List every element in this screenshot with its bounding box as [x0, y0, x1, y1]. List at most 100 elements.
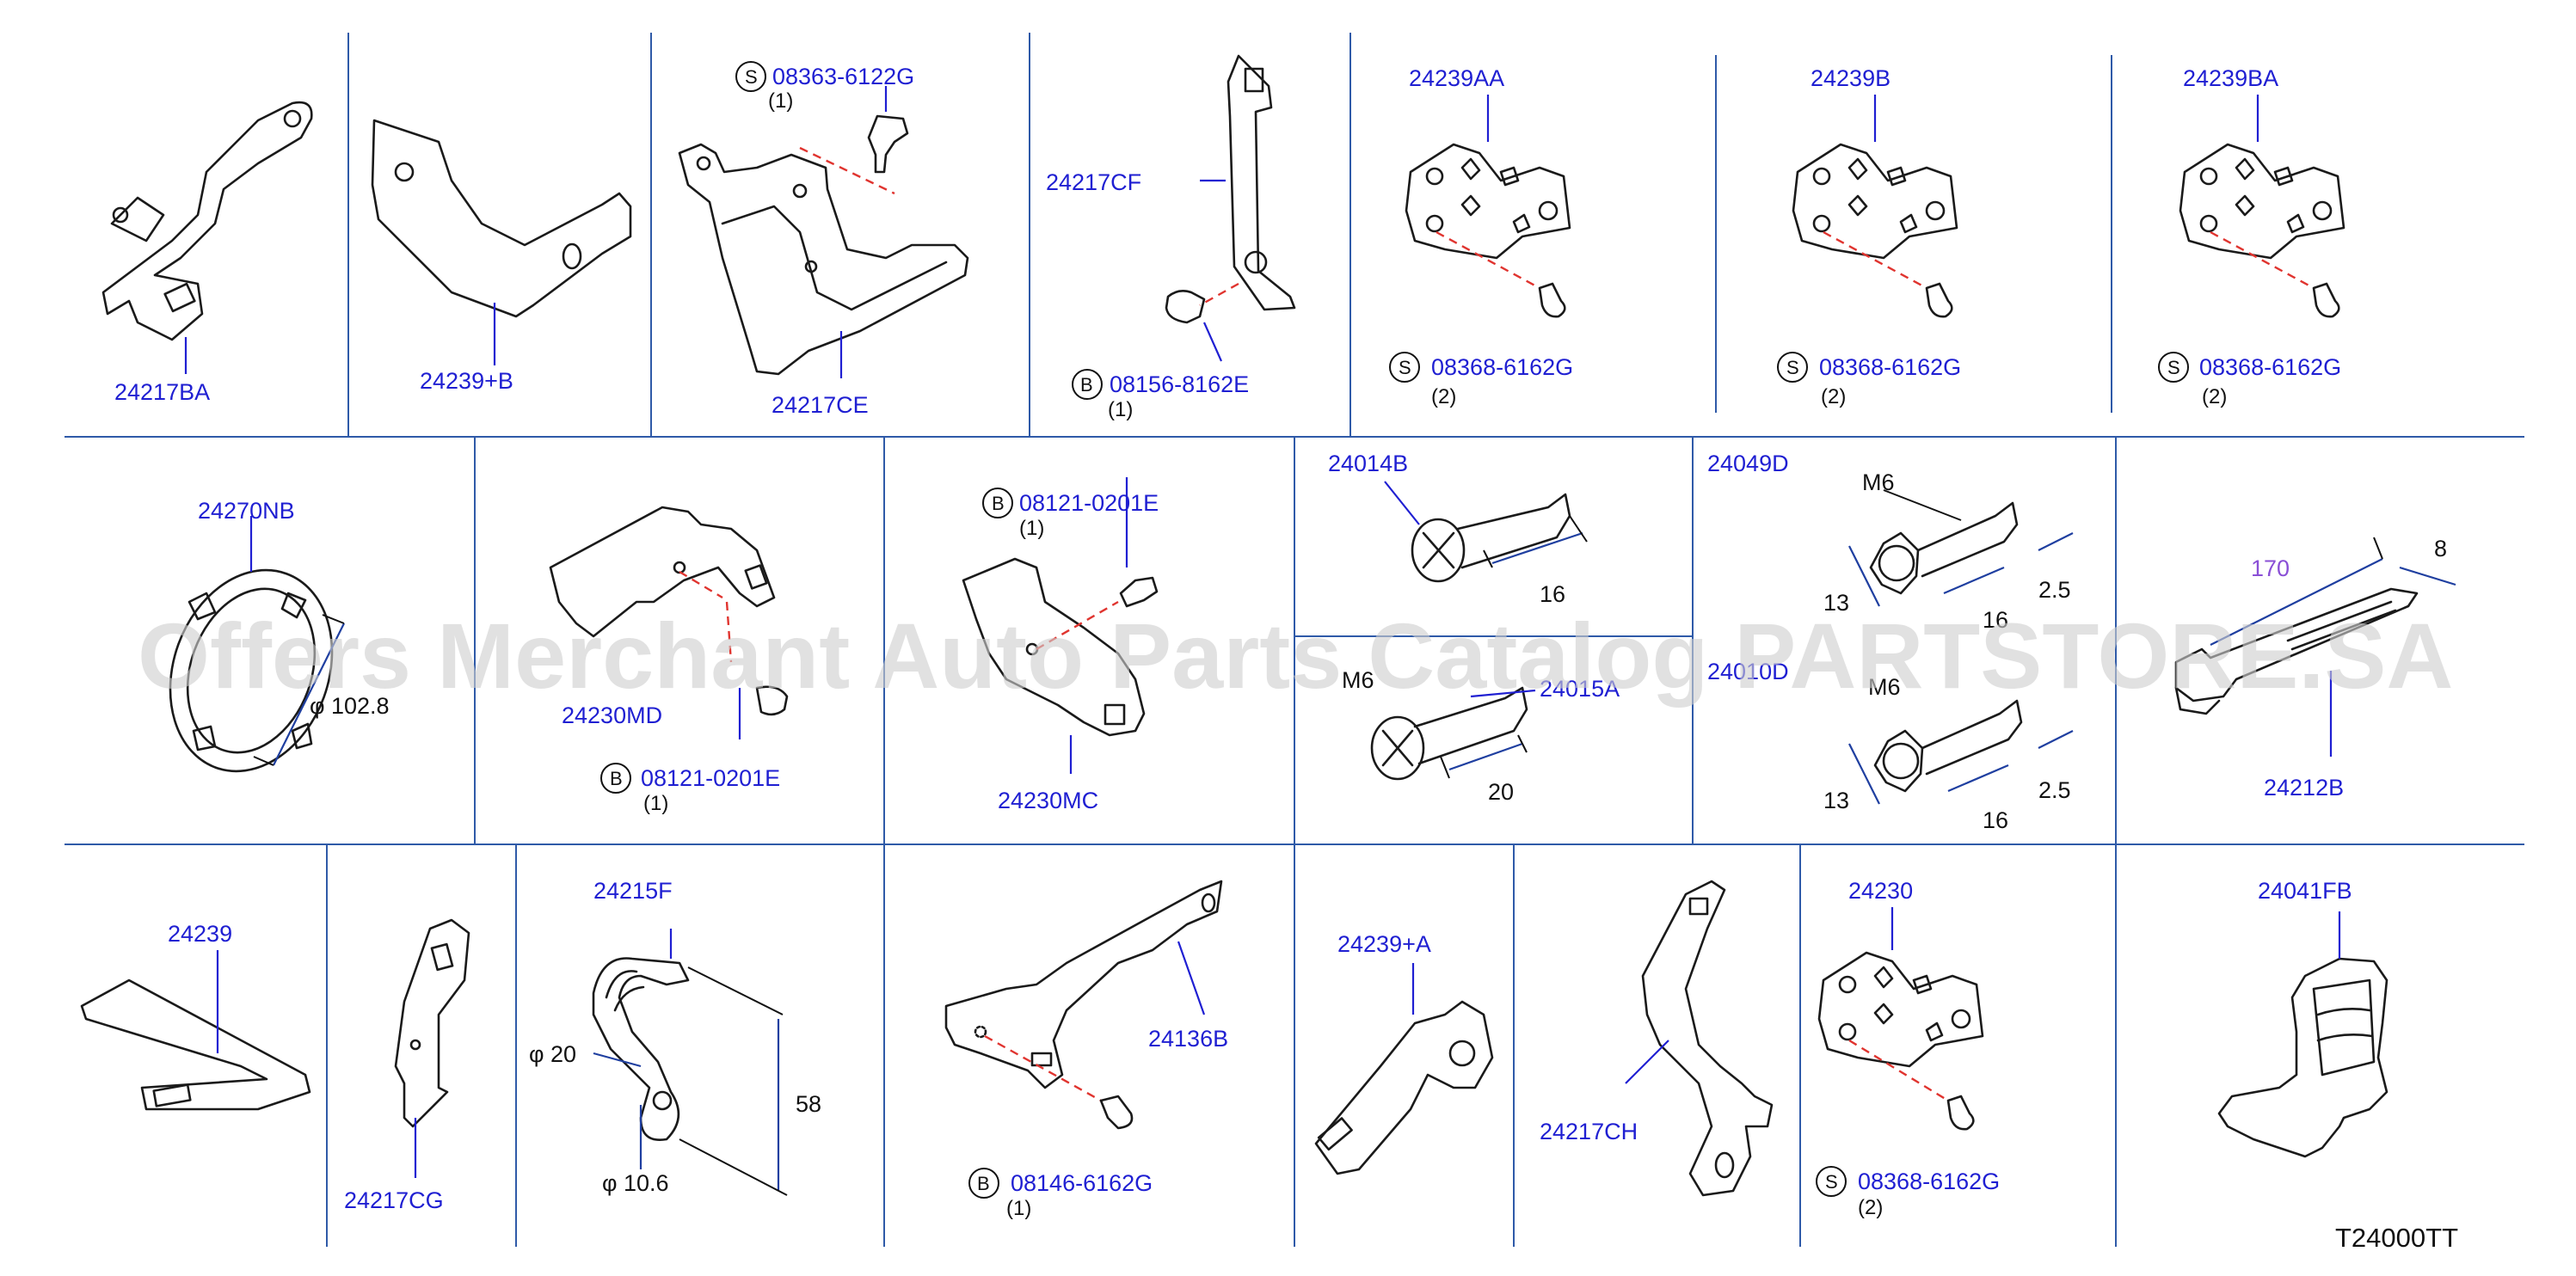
part-24041FB[interactable]: 24041FB [2217, 878, 2388, 1158]
label-dia-1028: φ 102.8 [310, 693, 390, 719]
svg-text:08368-6162G: 08368-6162G [1858, 1169, 2000, 1194]
bolt-08146[interactable]: B 08146-6162G (1) [968, 1168, 1153, 1220]
label-len-58: 58 [796, 1091, 821, 1117]
label-24217CF: 24217CF [1046, 169, 1141, 195]
svg-text:(2): (2) [1858, 1196, 1883, 1219]
label-24239pA: 24239+A [1337, 931, 1431, 957]
svg-text:B: B [1080, 374, 1093, 396]
label-d13-a: 13 [1823, 590, 1849, 616]
label-24015A: 24015A [1540, 676, 1620, 702]
svg-text:B: B [977, 1173, 990, 1194]
part-24217BA[interactable]: 24217BA [101, 101, 313, 405]
label-d25-b: 2.5 [2038, 777, 2071, 803]
label-len-20: 20 [1488, 779, 1514, 805]
label-24239: 24239 [168, 921, 232, 947]
label-24014B: 24014B [1328, 451, 1408, 476]
part-24239BA[interactable]: 24239BA [2179, 65, 2345, 318]
screw-08368-b[interactable]: S 08368-6162G (2) [1777, 352, 1961, 408]
part-24010D[interactable]: 24010D M6 13 2.5 16 [1707, 659, 2074, 833]
part-24217CF[interactable]: 24217CF [1046, 54, 1296, 362]
label-24230MD: 24230MD [562, 702, 662, 728]
svg-text:(1): (1) [1006, 1197, 1031, 1220]
svg-text:B: B [992, 493, 1005, 514]
bolt-08121-mc[interactable]: B 08121-0201E (1) [982, 488, 1159, 540]
bolt-08363[interactable]: S 08363-6122G (1) [735, 61, 914, 113]
label-d170: 170 [2251, 555, 2290, 581]
part-24217CG[interactable]: 24217CG [344, 918, 470, 1213]
part-24217CH[interactable]: 24217CH [1540, 880, 1774, 1197]
svg-text:08156-8162E: 08156-8162E [1110, 371, 1249, 397]
label-24239B: 24239B [1811, 65, 1891, 91]
part-24230[interactable]: 24230 [1817, 878, 1984, 1131]
svg-text:(1): (1) [643, 792, 668, 815]
svg-text:(1): (1) [1108, 398, 1133, 421]
label-24217CE: 24217CE [772, 392, 869, 418]
screw-08368-aa[interactable]: S 08368-6162G (2) [1389, 352, 1573, 408]
label-dia-106: φ 10.6 [602, 1170, 669, 1196]
label-d16-a: 16 [1983, 607, 2008, 633]
label-24239AA: 24239AA [1409, 65, 1504, 91]
part-24014B[interactable]: 24014B 16 [1328, 451, 1588, 607]
label-m6-c: M6 [1868, 674, 1901, 700]
part-24239AA[interactable]: 24239AA [1405, 65, 1571, 318]
label-24239pB: 24239+B [420, 368, 513, 394]
part-24270NB[interactable]: 24270NB φ 102.8 [143, 498, 390, 794]
label-m6-a: M6 [1342, 667, 1374, 693]
label-24041FB: 24041FB [2258, 878, 2352, 904]
label-24215F: 24215F [593, 878, 673, 904]
label-m6-b: M6 [1862, 469, 1895, 495]
part-24136B[interactable]: 24136B [944, 880, 1228, 1130]
svg-text:S: S [745, 66, 758, 88]
part-24230MD[interactable]: 24230MD [549, 506, 789, 739]
diagram-code: T24000TT [2335, 1223, 2458, 1253]
svg-text:(2): (2) [1821, 385, 1846, 408]
label-d25-a: 2.5 [2038, 577, 2071, 603]
label-24230: 24230 [1848, 878, 1913, 904]
screw-08368-24230[interactable]: S 08368-6162G (2) [1816, 1166, 2000, 1219]
label-24270NB: 24270NB [198, 498, 295, 524]
label-24217CG: 24217CG [344, 1187, 444, 1213]
svg-text:08368-6162G: 08368-6162G [1819, 354, 1961, 380]
svg-text:S: S [1825, 1171, 1838, 1193]
part-24239pB[interactable]: 24239+B [371, 119, 632, 394]
label-24049D: 24049D [1707, 451, 1789, 476]
part-24049D[interactable]: 24049D M6 13 2.5 16 [1707, 451, 2074, 633]
part-24212B[interactable]: 170 8 24212B [2174, 536, 2456, 801]
svg-text:(1): (1) [768, 89, 793, 113]
label-24136B: 24136B [1148, 1026, 1228, 1052]
grid-lines [65, 33, 2524, 1247]
svg-text:08146-6162G: 08146-6162G [1011, 1170, 1153, 1196]
svg-text:(2): (2) [2202, 385, 2227, 408]
watermark: Offers Merchant Auto Parts Catalog PARTS… [138, 604, 2453, 708]
label-24010D: 24010D [1707, 659, 1789, 684]
svg-text:08368-6162G: 08368-6162G [2199, 354, 2341, 380]
bolt-08121-md[interactable]: B 08121-0201E (1) [600, 763, 780, 815]
part-24230MC[interactable]: 24230MC [962, 477, 1159, 813]
label-d16-b: 16 [1983, 807, 2008, 833]
screw-08368-ba[interactable]: S 08368-6162G (2) [2158, 352, 2341, 408]
label-24239BA: 24239BA [2183, 65, 2278, 91]
svg-text:(2): (2) [1431, 385, 1456, 408]
svg-text:08121-0201E: 08121-0201E [1019, 490, 1159, 516]
label-24212B: 24212B [2264, 775, 2344, 801]
part-24239[interactable]: 24239 [80, 921, 311, 1111]
label-24230MC: 24230MC [998, 788, 1098, 813]
svg-text:08121-0201E: 08121-0201E [641, 765, 780, 791]
label-len-16: 16 [1540, 581, 1565, 607]
part-24239B[interactable]: 24239B [1792, 65, 1958, 318]
label-d13-b: 13 [1823, 788, 1849, 813]
part-24015A[interactable]: M6 24015A 20 [1342, 667, 1620, 805]
bolt-08156[interactable]: B 08156-8162E (1) [1072, 369, 1249, 421]
label-dia-20: φ 20 [529, 1041, 576, 1067]
label-24217CH: 24217CH [1540, 1119, 1638, 1144]
svg-text:(1): (1) [1019, 517, 1044, 540]
part-24215F[interactable]: 24215F φ 20 φ 10.6 58 [529, 878, 821, 1196]
part-24217CE[interactable]: 24217CE [678, 114, 969, 418]
svg-text:S: S [2167, 357, 2180, 378]
svg-text:08363-6122G: 08363-6122G [772, 64, 914, 89]
svg-text:B: B [610, 768, 623, 789]
part-24239pA[interactable]: 24239+A [1314, 931, 1494, 1175]
svg-text:08368-6162G: 08368-6162G [1431, 354, 1573, 380]
